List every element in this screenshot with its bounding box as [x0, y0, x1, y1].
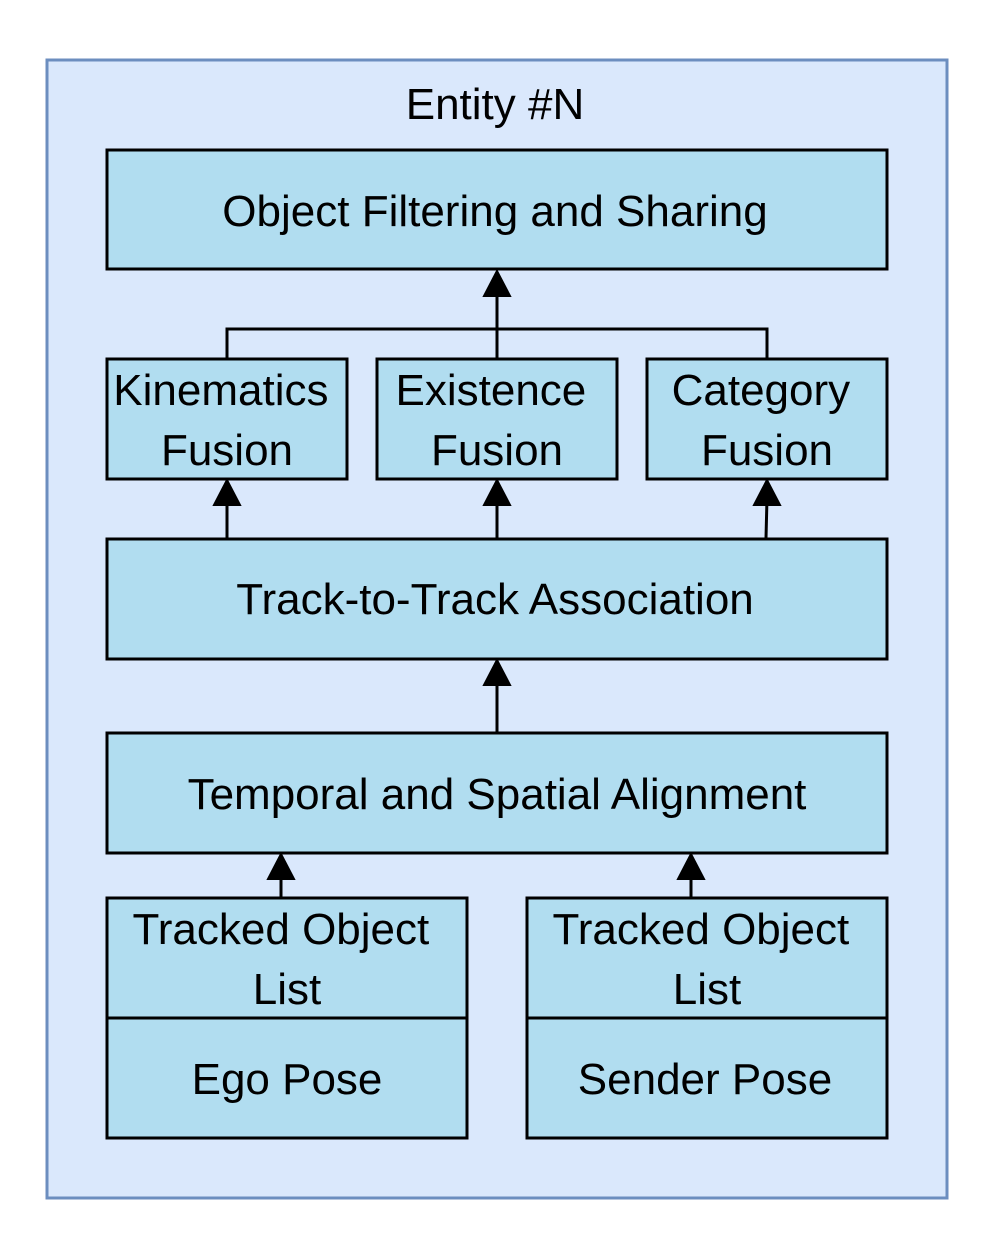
tracked-object-list-ego-line-2: List	[253, 965, 321, 1014]
category-fusion-line-2: Fusion	[701, 426, 833, 475]
sender-pose-label: Sender Pose	[578, 1055, 832, 1104]
ego-input-group: Tracked Object List Ego Pose	[105, 896, 469, 1140]
category-fusion-rect	[645, 357, 889, 481]
arrowhead-from-sender-list	[676, 851, 706, 880]
kinematics-fusion-rect	[105, 357, 349, 481]
arrowhead-into-existence	[482, 477, 512, 506]
existence-fusion-rect	[375, 357, 619, 481]
existence-fusion-box: Existence Fusion	[375, 357, 619, 481]
tracked-object-list-ego-label: Tracked Object List	[133, 905, 442, 1014]
ego-pose-rect	[105, 1016, 469, 1140]
object-filtering-label: Object Filtering and Sharing	[222, 187, 767, 236]
arrowhead-into-association	[482, 657, 512, 686]
kinematics-fusion-line-2: Fusion	[161, 426, 293, 475]
kinematics-fusion-label: Kinematics Fusion	[113, 366, 340, 475]
arrowhead-into-category	[752, 477, 782, 506]
kinematics-fusion-line-1: Kinematics	[113, 366, 328, 415]
arrowhead-into-filtering	[482, 268, 512, 297]
tracked-object-list-sender-label: Tracked Object List	[553, 905, 862, 1014]
tracked-object-list-sender-rect	[525, 896, 889, 1020]
object-filtering-box: Object Filtering and Sharing	[105, 148, 889, 271]
tracked-object-list-sender-line-1: Tracked Object	[553, 905, 850, 954]
category-fusion-label: Category Fusion	[672, 366, 863, 475]
object-filtering-rect	[105, 148, 889, 271]
kinematics-fusion-box: Kinematics Fusion	[105, 357, 349, 481]
track-association-rect	[105, 537, 889, 661]
arrowhead-into-kinematics	[212, 477, 242, 506]
temporal-spatial-alignment-rect	[105, 731, 889, 855]
edge-fusion-to-filtering	[225, 290, 769, 358]
arrowhead-from-ego-list	[266, 851, 296, 880]
temporal-spatial-alignment-label: Temporal and Spatial Alignment	[188, 770, 807, 819]
temporal-spatial-alignment-box: Temporal and Spatial Alignment	[105, 731, 889, 855]
category-fusion-line-1: Category	[672, 366, 851, 415]
tracked-object-list-ego-line-1: Tracked Object	[133, 905, 430, 954]
entity-title: Entity #N	[406, 80, 585, 129]
edges	[212, 268, 782, 897]
tracked-object-list-ego-rect	[105, 896, 469, 1020]
track-association-label: Track-to-Track Association	[236, 575, 754, 624]
category-fusion-box: Category Fusion	[645, 357, 889, 481]
tracked-object-list-sender-line-2: List	[673, 965, 741, 1014]
track-association-box: Track-to-Track Association	[105, 537, 889, 661]
ego-pose-label: Ego Pose	[192, 1055, 383, 1104]
existence-fusion-line-2: Fusion	[431, 426, 563, 475]
existence-fusion-line-1: Existence	[396, 366, 587, 415]
existence-fusion-label: Existence Fusion	[396, 366, 599, 475]
sender-pose-rect	[525, 1016, 889, 1140]
sender-input-group: Tracked Object List Sender Pose	[525, 896, 889, 1140]
